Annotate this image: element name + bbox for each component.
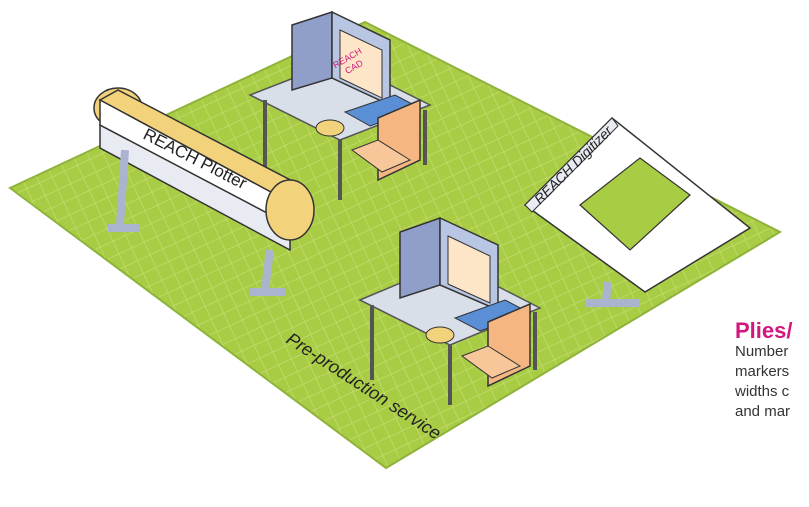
panel-line: widths c (735, 382, 790, 402)
panel-line: Number (735, 342, 790, 362)
panel-line: and mar (735, 402, 790, 422)
panel-description: Number markers widths c and mar (735, 342, 790, 422)
panel-line: markers (735, 362, 790, 382)
panel-heading: Plies/ (735, 318, 792, 344)
